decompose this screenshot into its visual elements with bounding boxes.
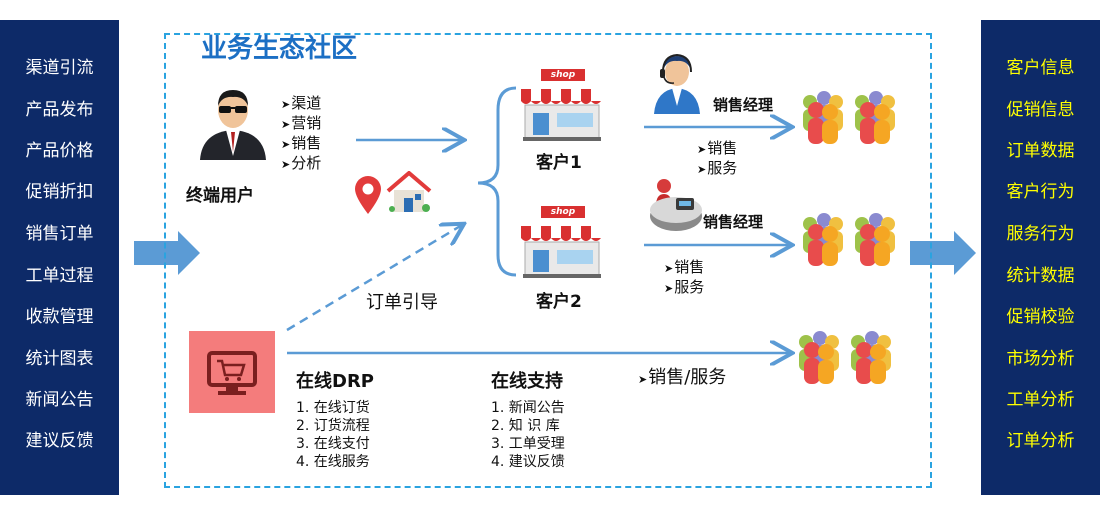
shop-sign-1: shop	[550, 70, 576, 80]
right-item-stats: 统计数据	[1006, 266, 1075, 286]
online-support-item: 3. 工单受理	[491, 436, 565, 452]
right-item-customer-info: 客户信息	[1006, 58, 1075, 78]
shop-sign-2: shop	[550, 207, 576, 217]
left-item-product: 产品发布	[25, 100, 94, 120]
sales-manager-1-label: 销售经理	[713, 96, 774, 114]
end-user-bullet-marketing: 营销	[281, 113, 321, 135]
right-item-customer-behav: 客户行为	[1006, 182, 1075, 202]
order-guide-label: 订单引导	[366, 292, 438, 313]
customer2-label: 客户2	[536, 292, 582, 312]
manager2-bullet-sales: 销售	[664, 257, 704, 279]
map-pin-icon	[355, 176, 381, 214]
online-drp-list: 1. 在线订货 2. 订货流程 3. 在线支付 4. 在线服务	[296, 399, 370, 471]
input-arrow	[134, 231, 200, 275]
end-user-bullet-channel: 渠道	[281, 93, 321, 115]
online-drp-item: 1. 在线订货	[296, 400, 370, 416]
manager1-bullet-service: 服务	[697, 158, 737, 180]
left-panel: 渠道引流 产品发布 产品价格 促销折扣 销售订单 工单过程 收款管理 统计图表 …	[0, 20, 119, 495]
online-support-item: 2. 知 识 库	[491, 418, 560, 434]
ecosystem-frame	[164, 33, 932, 488]
sales-manager-2-label: 销售经理	[703, 213, 764, 231]
people-group-icon-2	[803, 213, 895, 266]
left-item-news: 新闻公告	[25, 390, 94, 410]
right-item-market: 市场分析	[1006, 349, 1075, 369]
customer-brace	[477, 86, 517, 277]
right-panel: 客户信息 促销信息 订单数据 客户行为 服务行为 统计数据 促销校验 市场分析 …	[981, 20, 1100, 495]
sales-service-label: 销售/服务	[638, 367, 726, 391]
order-guide-arrow	[286, 225, 462, 332]
right-item-promo-check: 促销校验	[1006, 307, 1075, 327]
left-item-order: 销售订单	[25, 224, 94, 244]
online-support-title: 在线支持	[491, 371, 563, 392]
headset-agent-icon	[654, 53, 700, 114]
right-item-workorder: 工单分析	[1006, 390, 1075, 410]
house-icon	[386, 171, 432, 212]
online-drp-item: 2. 订货流程	[296, 418, 370, 434]
manager2-bullet-service: 服务	[664, 277, 704, 299]
manager1-bullet-sales: 销售	[697, 138, 737, 160]
customer1-label: 客户1	[536, 153, 582, 173]
online-support-item: 4. 建议反馈	[491, 454, 565, 470]
page-title: 业务生态社区	[201, 34, 358, 64]
end-user-label: 终端用户	[186, 186, 254, 206]
people-group-icon-3	[799, 331, 891, 384]
right-item-order-analysis: 订单分析	[1006, 431, 1075, 451]
right-item-service-behav: 服务行为	[1006, 224, 1075, 244]
cashier-icon	[650, 179, 702, 231]
output-arrow	[910, 231, 976, 275]
online-support-item: 1. 新闻公告	[491, 400, 565, 416]
left-item-feedback: 建议反馈	[25, 431, 94, 451]
left-item-channel: 渠道引流	[25, 58, 94, 78]
left-item-workorder: 工单过程	[25, 266, 94, 286]
people-group-icon-1	[803, 91, 895, 144]
businessman-icon	[200, 90, 266, 160]
shop-icon-2: shop	[519, 206, 605, 278]
right-item-order-data: 订单数据	[1006, 141, 1075, 161]
shopping-cart-monitor-icon	[189, 331, 275, 413]
shop-icon-1: shop	[519, 69, 605, 141]
online-drp-title: 在线DRP	[296, 371, 374, 392]
left-item-price: 产品价格	[25, 141, 94, 161]
end-user-bullet-analysis: 分析	[281, 153, 321, 175]
online-drp-item: 4. 在线服务	[296, 454, 370, 470]
left-item-charts: 统计图表	[25, 349, 94, 369]
left-item-promotion: 促销折扣	[25, 182, 94, 202]
left-item-payment: 收款管理	[25, 307, 94, 327]
online-support-list: 1. 新闻公告 2. 知 识 库 3. 工单受理 4. 建议反馈	[491, 399, 565, 471]
right-item-promo-info: 促销信息	[1006, 100, 1075, 120]
end-user-bullet-sales: 销售	[281, 133, 321, 155]
online-drp-item: 3. 在线支付	[296, 436, 370, 452]
